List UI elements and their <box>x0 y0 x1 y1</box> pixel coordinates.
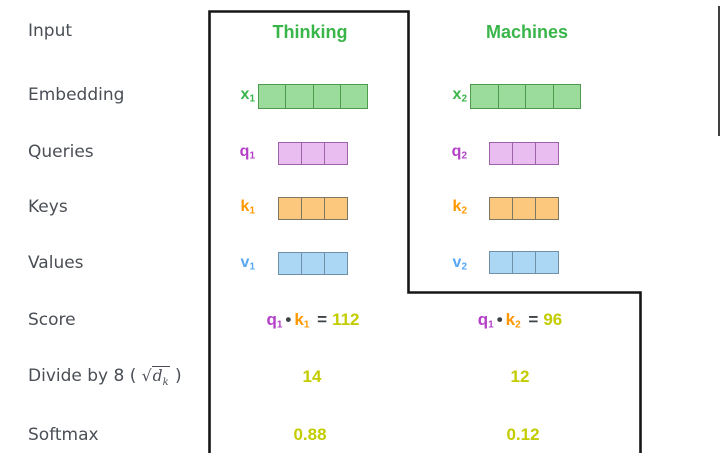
value-vector <box>278 252 348 275</box>
vector-cell <box>312 85 340 108</box>
vector-cell <box>471 85 498 108</box>
query-vector <box>489 142 559 165</box>
row-label-score: Score <box>28 310 76 330</box>
vector-cell <box>497 85 526 108</box>
equals-sign: = <box>528 310 539 329</box>
vector-cell <box>535 198 558 219</box>
vector-cell <box>535 143 558 164</box>
divided-score: 12 <box>510 367 530 386</box>
query-label-q2: q2 <box>451 143 467 162</box>
query-label-q1: q1 <box>239 143 255 162</box>
vector-cell <box>301 253 324 274</box>
embedding-vector <box>470 84 581 109</box>
vector-cell <box>301 198 324 219</box>
equals-sign: = <box>317 310 328 329</box>
query-vector <box>278 142 348 165</box>
vector-cell <box>259 85 285 108</box>
score-value: 96 <box>543 310 563 329</box>
row-label-values: Values <box>28 253 84 273</box>
vector-cell <box>552 85 581 108</box>
vector-cell <box>490 252 512 273</box>
vector-cell <box>279 143 301 164</box>
dot-operator: • <box>285 310 292 329</box>
word-machines: Machines <box>485 22 569 42</box>
vector-cell <box>490 143 512 164</box>
vector-cell <box>490 198 512 219</box>
score-value: 112 <box>332 310 360 329</box>
key-label-k2: k2 <box>452 198 467 217</box>
vector-cell <box>324 253 347 274</box>
row-label-embedding: Embedding <box>28 85 125 105</box>
value-label-v1: v1 <box>240 254 255 273</box>
embedding-vector <box>258 84 368 109</box>
vector-cell <box>285 85 312 108</box>
softmax-value: 0.88 <box>293 425 327 444</box>
key-vector <box>489 197 559 220</box>
word-thinking: Thinking <box>272 22 348 42</box>
dot-operator: • <box>496 310 503 329</box>
key-vector <box>278 197 348 220</box>
embedding-label-x1: x1 <box>240 86 255 105</box>
vector-cell <box>301 143 324 164</box>
row-label-keys: Keys <box>28 197 68 217</box>
score-equation: q1•k2 =96 <box>477 310 563 331</box>
score-equation: q1•k1 =112 <box>266 310 360 331</box>
key-label-k1: k1 <box>240 198 255 217</box>
row-label-input: Input <box>28 21 73 41</box>
right-edge-line <box>718 6 720 136</box>
embedding-label-x2: x2 <box>452 86 467 105</box>
row-label-softmax: Softmax <box>28 425 99 445</box>
vector-cell <box>279 253 301 274</box>
row-label-queries: Queries <box>28 142 94 162</box>
sqrt-dk-symbol: √dk <box>141 366 170 389</box>
vector-cell <box>525 85 553 108</box>
vector-cell <box>324 198 347 219</box>
vector-cell <box>535 252 558 273</box>
value-label-v2: v2 <box>452 254 467 273</box>
vector-cell <box>512 198 535 219</box>
value-vector <box>489 251 559 274</box>
vector-cell <box>512 252 535 273</box>
vector-cell <box>339 85 367 108</box>
vector-cell <box>512 143 535 164</box>
row-label-divide: Divide by 8 ( √dk ) <box>28 366 182 389</box>
divided-score: 14 <box>302 367 322 386</box>
vector-cell <box>279 198 301 219</box>
softmax-value: 0.12 <box>506 425 540 444</box>
vector-cell <box>324 143 347 164</box>
